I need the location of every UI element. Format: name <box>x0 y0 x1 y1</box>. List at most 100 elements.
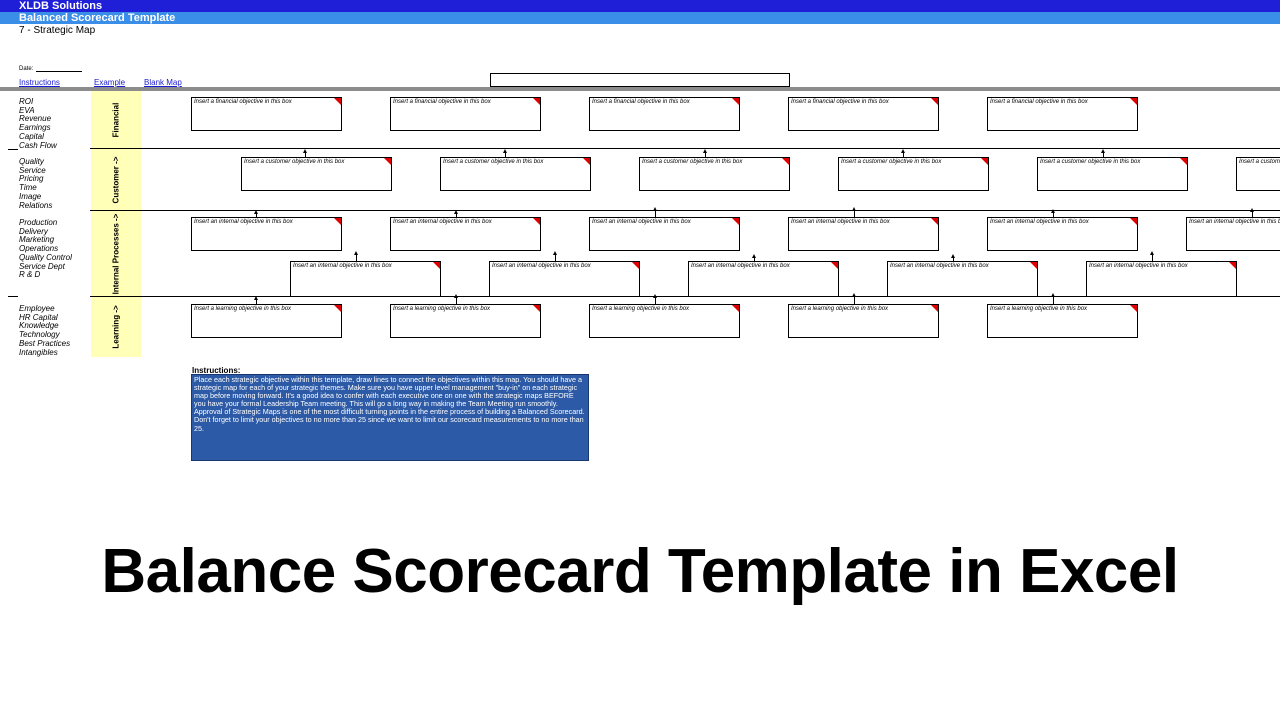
customer-objective-box[interactable]: Insert a customer objective in this box <box>440 157 591 191</box>
measure-item: Capital <box>19 131 44 141</box>
learning-objective-box[interactable]: Insert a learning objective in this box <box>390 304 541 338</box>
objective-placeholder: Insert a customer objective in this box <box>244 159 345 165</box>
comment-marker-icon <box>1030 262 1037 269</box>
arrow-up-icon <box>1050 209 1055 213</box>
objective-placeholder: Insert a customer objective in this box <box>642 159 743 165</box>
measure-item: Intangibles <box>19 347 58 357</box>
objective-placeholder: Insert a financial objective in this box <box>194 99 292 105</box>
objective-placeholder: Insert a learning objective in this box <box>393 306 491 312</box>
instructions-panel: Place each strategic objective within th… <box>191 374 589 461</box>
perspective-customer-label: Customer -> <box>111 156 121 203</box>
comment-marker-icon <box>533 218 540 225</box>
measure-item: Image <box>19 191 42 201</box>
measure-item: Quality <box>19 157 44 166</box>
objective-placeholder: Insert a learning objective in this box <box>990 306 1088 312</box>
connector-line <box>1252 212 1253 217</box>
comment-marker-icon <box>1130 305 1137 312</box>
measure-item: Marketing <box>19 235 55 245</box>
financial-objective-box[interactable]: Insert a financial objective in this box <box>191 97 342 131</box>
internal-objective-box[interactable]: Insert an internal objective in this box <box>191 217 342 251</box>
learning-objective-box[interactable]: Insert a learning objective in this box <box>987 304 1138 338</box>
comment-marker-icon <box>931 218 938 225</box>
measure-item: Pricing <box>19 174 44 184</box>
separator-internal-learning <box>90 296 1280 297</box>
comment-marker-icon <box>334 305 341 312</box>
objective-placeholder: Insert a customer objective in this box <box>443 159 544 165</box>
customer-objective-box[interactable]: Insert a customer objective in this box <box>639 157 790 191</box>
objective-placeholder: Insert an internal objective in this box <box>194 219 293 225</box>
company-header-bar: XLDB Solutions <box>0 0 1280 12</box>
objective-placeholder: Insert a learning objective in this box <box>194 306 292 312</box>
internal-objective-box[interactable]: Insert an internal objective in this box <box>688 261 839 296</box>
arrow-up-icon <box>1100 149 1105 153</box>
internal-objective-box[interactable]: Insert an internal objective in this box <box>1086 261 1237 296</box>
arrow-up-icon <box>1249 208 1254 212</box>
template-title: Balanced Scorecard Template <box>19 12 176 24</box>
instructions-link[interactable]: Instructions <box>19 78 60 87</box>
arrow-up-icon <box>900 149 905 153</box>
blank-map-link[interactable]: Blank Map <box>144 78 182 87</box>
measure-item: Best Practices <box>19 338 71 348</box>
learning-objective-box[interactable]: Insert a learning objective in this box <box>589 304 740 338</box>
measure-item: Operations <box>19 244 59 254</box>
financial-objective-box[interactable]: Insert a financial objective in this box <box>589 97 740 131</box>
internal-objective-box[interactable]: Insert an internal objective in this box <box>390 217 541 251</box>
map-title-input[interactable] <box>490 73 790 87</box>
date-field[interactable]: Date: <box>19 65 83 72</box>
arrow-up-icon <box>453 210 458 214</box>
connector-line <box>1152 255 1153 261</box>
objective-placeholder: Insert an internal objective in this box <box>990 219 1089 225</box>
financial-objective-box[interactable]: Insert a financial objective in this box <box>390 97 541 131</box>
company-name: XLDB Solutions <box>19 0 103 12</box>
learning-objective-box[interactable]: Insert a learning objective in this box <box>788 304 939 338</box>
comment-marker-icon <box>1229 262 1236 269</box>
learning-measures: Employee HR Capital Knowledge Technology… <box>19 304 71 357</box>
internal-objective-box[interactable]: Insert an internal objective in this box <box>1186 217 1280 251</box>
internal-objective-box[interactable]: Insert an internal objective in this box <box>489 261 640 296</box>
customer-objective-box[interactable]: Insert a customer objective in this box <box>838 157 989 191</box>
connector-line <box>854 297 855 304</box>
objective-placeholder: Insert an internal objective in this box <box>1189 219 1280 225</box>
header-divider <box>0 87 1280 91</box>
internal-measures: Production Delivery Marketing Operations… <box>19 218 72 280</box>
measure-item: Service Dept <box>19 261 65 271</box>
measure-item: R & D <box>19 270 41 280</box>
arrow-up-icon <box>302 149 307 153</box>
connector-line <box>256 300 257 304</box>
arrow-up-icon <box>652 294 657 298</box>
connector-line <box>903 153 904 157</box>
learning-objective-box[interactable]: Insert a learning objective in this box <box>191 304 342 338</box>
connector-line <box>555 255 556 261</box>
internal-objective-box[interactable]: Insert an internal objective in this box <box>589 217 740 251</box>
internal-objective-box[interactable]: Insert an internal objective in this box <box>887 261 1038 296</box>
comment-marker-icon <box>981 158 988 165</box>
financial-objective-box[interactable]: Insert a financial objective in this box <box>987 97 1138 131</box>
financial-objective-box[interactable]: Insert a financial objective in this box <box>788 97 939 131</box>
arrow-up-icon <box>851 293 856 297</box>
connector-line <box>1053 213 1054 217</box>
instructions-text: Place each strategic objective within th… <box>194 375 585 433</box>
measure-item: HR Capital <box>19 312 58 322</box>
sheet-subtitle: 7 - Strategic Map <box>19 25 96 36</box>
objective-placeholder: Insert an internal objective in this box <box>890 263 989 269</box>
arrow-up-icon <box>702 149 707 153</box>
customer-objective-box[interactable]: Insert a customer objective in this box <box>1037 157 1188 191</box>
comment-marker-icon <box>533 98 540 105</box>
slide-caption: Balance Scorecard Template in Excel <box>101 537 1179 606</box>
internal-objective-box[interactable]: Insert an internal objective in this box <box>987 217 1138 251</box>
comment-marker-icon <box>334 218 341 225</box>
customer-objective-box[interactable]: Insert a customer objective in this box <box>1236 157 1280 191</box>
internal-objective-box[interactable]: Insert an internal objective in this box <box>788 217 939 251</box>
measure-item: Knowledge <box>19 321 59 331</box>
perspective-internal-label: Internal Processes -> <box>111 213 121 294</box>
internal-objective-box[interactable]: Insert an internal objective in this box <box>290 261 441 296</box>
customer-objective-box[interactable]: Insert a customer objective in this box <box>241 157 392 191</box>
comment-marker-icon <box>1180 158 1187 165</box>
measure-item: Quality Control <box>19 252 72 262</box>
measure-item: Employee <box>19 304 55 313</box>
comment-marker-icon <box>334 98 341 105</box>
example-link[interactable]: Example <box>94 78 126 87</box>
measure-item: EVA <box>19 105 35 115</box>
comment-marker-icon <box>732 98 739 105</box>
customer-measures: Quality Service Pricing Time Image Relat… <box>19 157 52 210</box>
